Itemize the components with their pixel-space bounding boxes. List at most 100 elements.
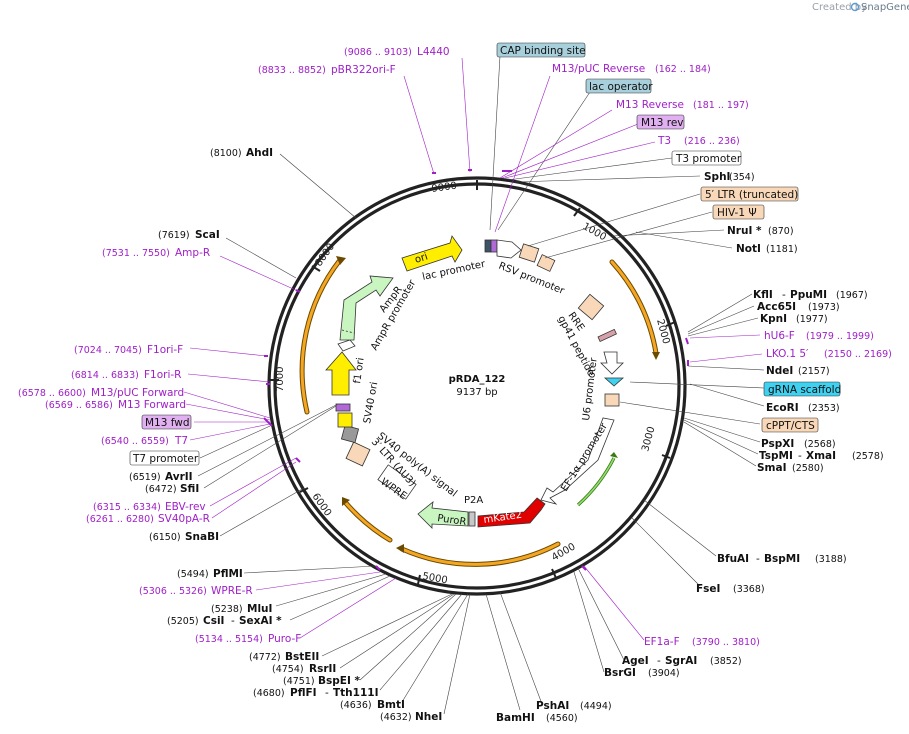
label-ef1a-promoter: EF-1α promoter [559, 421, 610, 494]
line-amp-r [219, 255, 301, 293]
t3-name: T3 [657, 135, 671, 147]
feature-puror [417, 501, 469, 529]
feature-cppt [604, 393, 620, 407]
rsrii-pos: (4754) [272, 664, 304, 675]
line-mlui [275, 573, 387, 607]
snabi-name: SnaBI [185, 531, 219, 543]
pspxi-name: PspXI [761, 438, 794, 450]
pspxi-pos: (2568) [804, 439, 836, 450]
sphi-pos: (354) [729, 172, 755, 183]
bspei-name: BspEI * [318, 675, 361, 687]
feature-grna [603, 377, 625, 387]
ltr5-box [700, 186, 799, 202]
plasmid-name: pRDA_122 [449, 374, 506, 385]
feature-m13-rev-mark [490, 239, 498, 253]
f1ori-r-range: (6814 .. 6833) [71, 370, 139, 381]
line-bsrgi [573, 571, 605, 673]
fsei-pos: (3368) [733, 584, 765, 595]
line-ecori [689, 383, 765, 407]
grna-box [763, 381, 841, 397]
pshai-name: PshAI [536, 700, 569, 712]
tth111i-name: Tth111I [333, 687, 378, 699]
avrii-name: AvrII [165, 471, 193, 483]
ahdi-pos: (8100) [210, 148, 242, 159]
wpre-r-range: (5306 .. 5326) [139, 586, 207, 597]
pflfi-name: PflFI [290, 687, 317, 699]
line-bmti [401, 593, 469, 703]
orf-arc-4-head [336, 256, 346, 265]
t7-promoter-label: T7 promoter [132, 453, 199, 465]
purof-name: Puro-F [268, 633, 301, 645]
feature-u6-arrow [600, 351, 624, 375]
ndei-name: NdeI [766, 365, 793, 377]
line-pflfi [379, 593, 463, 691]
wpre-r-name: WPRE-R [211, 585, 253, 597]
line-bsteii [321, 593, 453, 657]
ahdi-name: AhdI [246, 147, 273, 159]
purof-range: (5134 .. 5154) [195, 634, 263, 645]
backbone-outer-ring [267, 176, 687, 596]
line-t7-promoter [199, 425, 271, 459]
created-by-text: Created by [812, 2, 867, 13]
nhei-pos: (4632) [380, 712, 412, 723]
lac-operator-box [585, 78, 652, 94]
line-avrii [197, 403, 339, 477]
line-f1ori-f [189, 347, 267, 357]
acc65i-name: Acc65I [757, 301, 796, 313]
mark-purof [375, 565, 381, 571]
ppumi-name: PpuMI [790, 289, 827, 301]
orf-arc-1-outline [609, 259, 659, 356]
hiv-label: HIV-1 Ψ [717, 207, 757, 219]
ef1a-arc-fill [577, 457, 615, 506]
m13puc-fwd-range: (6578 .. 6600) [18, 388, 86, 399]
line-csii [289, 575, 391, 621]
t3-promoter-box [671, 150, 742, 166]
line-nrui [611, 229, 725, 237]
noti-name: NotI [736, 243, 761, 255]
t7-range: (6540 .. 6559) [101, 436, 169, 447]
label-puror: PuroR [437, 513, 467, 528]
orf-arc-3 [343, 500, 392, 542]
pflfi-dash: - [325, 687, 329, 699]
features [325, 235, 625, 529]
line-ahdi [279, 153, 357, 219]
l4440-range: (9086 .. 9103) [344, 47, 412, 58]
t3-range: (216 .. 236) [684, 136, 740, 147]
connector-lines [183, 55, 765, 715]
line-kfli [687, 293, 753, 333]
snabi-pos: (6150) [149, 532, 181, 543]
smai-pos: (2580) [792, 463, 824, 474]
tick-5000 [417, 574, 421, 585]
line-acc65i [687, 305, 755, 335]
primer-marks [263, 169, 689, 571]
mark-ebv [295, 457, 301, 463]
t3-promoter-label: T3 promoter [675, 153, 742, 165]
bmti-pos: (4636) [340, 700, 372, 711]
feature-hiv [536, 254, 556, 272]
agei-dash: - [657, 655, 661, 667]
label-p2a: P2A [464, 495, 483, 506]
orf-arc-1-head [652, 352, 660, 360]
line-purof [299, 577, 397, 639]
sphi-name: SphI [704, 171, 730, 183]
hu6f-range: (1979 .. 1999) [806, 331, 874, 342]
tspmi-pos: (2578) [852, 451, 884, 462]
sexai-name: SexAI * [239, 615, 282, 627]
m13puc-rev-range: (162 .. 184) [655, 64, 711, 75]
snapgene-text: SnapGene [861, 2, 909, 13]
feature-ltr5 [518, 243, 540, 263]
snapgene-logo-icon [850, 2, 860, 12]
csii-pos: (5205) [167, 616, 199, 627]
line-m13-forward [185, 403, 271, 421]
cppt-label: cPPT/CTS [766, 420, 815, 432]
label-rsv-promoter: RSV promoter [497, 261, 567, 298]
feature-sv40-ori-box [337, 412, 353, 428]
mlui-pos: (5238) [211, 604, 243, 615]
bspmi-name: BspMI [764, 553, 800, 565]
line-agei [577, 567, 625, 661]
orf-arc-3-head [342, 497, 350, 506]
orf-arc-2 [400, 542, 560, 566]
t7-promoter-box [129, 450, 200, 466]
feature-t7-mark [335, 403, 351, 412]
bottom-callouts: PshAI (4494) BamHI (4560) (4632) NheI (4… [139, 568, 612, 724]
